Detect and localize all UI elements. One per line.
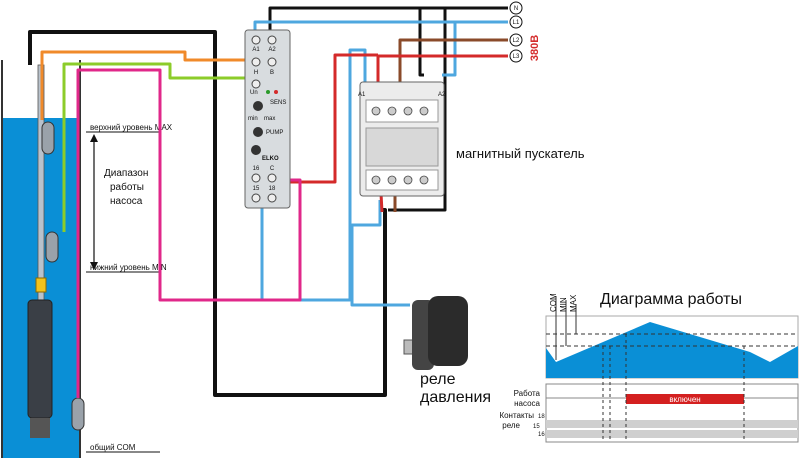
wire-orange bbox=[40, 50, 255, 120]
cable-clamp bbox=[35, 277, 47, 293]
level-com-label: COM bbox=[549, 293, 558, 312]
pressure-label-1: реле bbox=[420, 371, 456, 388]
contactor-label: магнитный пускатель bbox=[456, 146, 585, 161]
common-label: общий COM bbox=[90, 443, 136, 452]
contactor-top-terminals bbox=[365, 99, 439, 123]
level-min-label: MIN bbox=[559, 297, 568, 312]
contacts-label-2: реле bbox=[502, 421, 520, 430]
pump-label-1: Работа bbox=[514, 389, 541, 398]
pump-label-2: насоса bbox=[514, 399, 540, 408]
terminal-a2-label: A2 bbox=[268, 47, 276, 53]
range-arrow-down bbox=[90, 262, 98, 270]
wires bbox=[28, 6, 508, 398]
terminal-c-label: C bbox=[270, 166, 275, 172]
pump-label: PUMP bbox=[266, 130, 283, 136]
led-green bbox=[266, 90, 270, 94]
contact-16-bar bbox=[546, 430, 798, 438]
mode-knob[interactable] bbox=[251, 145, 261, 155]
wire-relay-c bbox=[282, 53, 378, 184]
level-fill bbox=[546, 322, 798, 378]
float-com bbox=[71, 397, 85, 431]
wire-l2 bbox=[398, 38, 508, 100]
range-label-1: Диапазон bbox=[104, 168, 148, 179]
voltage-label: 380В bbox=[529, 35, 541, 61]
pump-body bbox=[27, 299, 53, 419]
contact-16-label: 16 bbox=[538, 432, 545, 438]
max-label: max bbox=[264, 116, 275, 122]
terminal-h-label: H bbox=[254, 70, 258, 76]
well: верхний уровень MAX нижний уровень MIN о… bbox=[1, 60, 173, 458]
supply-lines: N L1 L2 L3 380В bbox=[509, 1, 541, 63]
range-label-2: работы bbox=[110, 181, 144, 193]
contactor-bottom-terminals bbox=[365, 169, 439, 191]
terminal-16-label: 16 bbox=[253, 166, 260, 172]
range-label-3: насоса bbox=[110, 196, 143, 207]
min-label: min bbox=[248, 116, 258, 122]
wire-magenta bbox=[76, 68, 302, 398]
un-label: Un bbox=[250, 90, 258, 96]
contactor-switch-block bbox=[365, 127, 439, 167]
screw-c-top bbox=[251, 79, 261, 89]
line-n-label: N bbox=[514, 6, 518, 12]
sens-knob[interactable] bbox=[253, 101, 263, 111]
relay-body bbox=[244, 29, 291, 209]
line-l1-label: L1 bbox=[513, 20, 520, 26]
pump-state-label: включен bbox=[669, 395, 700, 404]
contactor-a1-label: A1 bbox=[358, 92, 366, 98]
screw-b bbox=[267, 57, 277, 67]
brand-label: ELKO bbox=[262, 156, 279, 162]
wire-to-pressure bbox=[350, 200, 410, 307]
wire-n-to-a2 bbox=[418, 8, 424, 77]
led-red bbox=[274, 90, 278, 94]
terminal-l1 bbox=[509, 15, 523, 29]
pump-on-bar bbox=[626, 394, 744, 404]
pump-intake bbox=[30, 418, 50, 438]
contact-18-bar bbox=[546, 420, 798, 428]
wire-relay-15 bbox=[260, 48, 367, 302]
contactor: A1 A2 магнитный пускатель bbox=[358, 81, 585, 197]
level-max-label: MAX bbox=[569, 294, 578, 312]
sens-label: SENS bbox=[270, 100, 286, 106]
screw-15 bbox=[251, 193, 261, 203]
float-min bbox=[45, 231, 59, 263]
contacts-label-1: Контакты bbox=[499, 411, 534, 420]
screw-a1 bbox=[251, 35, 261, 45]
contactor-screws bbox=[371, 106, 429, 185]
terminal-l3 bbox=[509, 49, 523, 63]
contact-18-label: 18 bbox=[538, 414, 545, 420]
level-relay: A1 A2 H B Un SENS min max PUMP ELKO 16 C… bbox=[244, 29, 291, 209]
screw-h bbox=[251, 57, 261, 67]
contactor-a2-label: A2 bbox=[438, 92, 446, 98]
terminal-a1-label: A1 bbox=[252, 47, 260, 53]
wire-l1 bbox=[253, 20, 508, 38]
timing-diagram: Диаграмма работы COM MIN MAX включен Раб… bbox=[499, 291, 799, 443]
wire-black-loop bbox=[28, 30, 387, 397]
line-l2-label: L2 bbox=[513, 38, 520, 44]
screw-a2 bbox=[267, 35, 277, 45]
wire-green bbox=[62, 62, 260, 232]
timing-title: Диаграмма работы bbox=[600, 291, 742, 308]
upper-level-label: верхний уровень MAX bbox=[90, 123, 173, 132]
lower-level-label: нижний уровень MIN bbox=[90, 263, 167, 272]
terminal-15-label: 15 bbox=[253, 186, 260, 192]
range-arrow-up bbox=[90, 134, 98, 142]
float-max bbox=[41, 121, 55, 155]
terminal-b-label: B bbox=[270, 70, 274, 76]
screw-16 bbox=[251, 173, 261, 183]
screw-c bbox=[267, 173, 277, 183]
contact-15-label: 15 bbox=[533, 424, 540, 430]
pressure-switch: реле давления bbox=[403, 296, 491, 406]
terminal-18-label: 18 bbox=[269, 186, 276, 192]
line-l3-label: L3 bbox=[513, 54, 520, 60]
terminal-l2 bbox=[509, 33, 523, 47]
pressure-housing bbox=[428, 296, 468, 366]
wire-n bbox=[268, 6, 508, 38]
pump-knob[interactable] bbox=[253, 127, 263, 137]
screw-18 bbox=[267, 193, 277, 203]
terminal-n bbox=[509, 1, 523, 15]
pressure-label-2: давления bbox=[420, 389, 491, 406]
